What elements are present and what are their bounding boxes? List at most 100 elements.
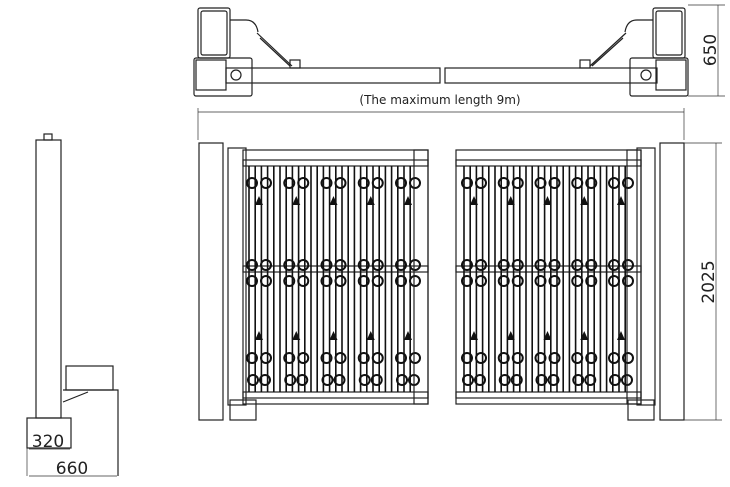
scroll-ornament <box>395 259 407 271</box>
scroll-ornament <box>259 374 271 386</box>
scroll-ornament <box>409 177 421 189</box>
scroll-ornament <box>571 275 584 287</box>
scroll-ornament <box>357 259 370 271</box>
base-dimension: 320 <box>32 432 64 452</box>
right-operator-motor <box>579 7 689 97</box>
scroll-ornament <box>283 259 296 271</box>
scroll-ornament <box>474 374 486 386</box>
scroll-ornament <box>535 374 548 386</box>
scroll-ornament <box>409 275 421 287</box>
scroll-ornament <box>321 374 334 386</box>
scroll-ornament <box>622 259 634 271</box>
scroll-ornament <box>511 259 524 271</box>
scroll-ornament <box>622 352 634 364</box>
bottom-rail <box>455 391 642 399</box>
scroll-ornament <box>283 352 296 364</box>
scroll-ornament <box>571 352 584 364</box>
scroll-ornament <box>571 259 584 271</box>
scroll-ornament <box>371 259 384 271</box>
scroll-ornament <box>547 374 560 386</box>
scroll-ornament <box>511 275 524 287</box>
scroll-ornament <box>497 275 510 287</box>
scroll-ornament <box>534 259 547 271</box>
scroll-ornament <box>246 177 258 189</box>
scroll-ornament <box>511 352 524 364</box>
scroll-ornament <box>548 177 561 189</box>
scroll-ornament <box>511 177 524 189</box>
scroll-ornament <box>297 275 310 287</box>
scroll-ornament <box>510 374 523 386</box>
bottom-rail <box>242 391 429 399</box>
scroll-ornament <box>334 259 347 271</box>
scroll-ornament <box>534 352 547 364</box>
scroll-ornament <box>497 352 510 364</box>
scroll-ornament <box>371 352 384 364</box>
scroll-ornament <box>334 177 347 189</box>
scroll-ornament <box>498 374 511 386</box>
scroll-ornament <box>497 259 510 271</box>
scroll-ornament <box>246 352 258 364</box>
depth-dimension: 650 <box>701 34 721 66</box>
scroll-ornament <box>475 352 487 364</box>
right-base-plate <box>627 399 655 421</box>
scroll-ornament <box>608 177 620 189</box>
scroll-ornament <box>461 259 473 271</box>
scroll-ornament <box>548 275 561 287</box>
scroll-ornament <box>283 275 296 287</box>
scroll-ornament <box>247 374 259 386</box>
scroll-ornament <box>246 275 258 287</box>
scroll-ornament <box>370 374 383 386</box>
scroll-ornament <box>585 177 598 189</box>
scroll-ornament <box>395 275 407 287</box>
scroll-ornament <box>534 275 547 287</box>
front-view: 2025 <box>198 142 722 421</box>
scroll-ornament <box>409 352 421 364</box>
scroll-ornament <box>320 352 333 364</box>
scroll-ornament <box>320 259 333 271</box>
hinge-stile <box>413 149 429 405</box>
right-arm <box>444 67 658 84</box>
scroll-ornament <box>461 352 473 364</box>
scroll-ornament <box>333 374 346 386</box>
scroll-ornament <box>357 177 370 189</box>
side-view: 320 660 <box>26 133 119 479</box>
side-motor <box>65 365 114 391</box>
scroll-ornament <box>622 275 634 287</box>
scroll-ornament <box>320 177 333 189</box>
scroll-ornament <box>334 352 347 364</box>
scroll-ornament <box>475 177 487 189</box>
scroll-ornament <box>534 177 547 189</box>
scroll-ornament <box>462 374 474 386</box>
scroll-ornament <box>497 177 510 189</box>
scroll-ornament <box>320 275 333 287</box>
scroll-ornament <box>622 177 634 189</box>
scroll-ornament <box>297 177 310 189</box>
top-view: 650 (The maximum length 9m) <box>193 4 725 140</box>
scroll-ornament <box>296 374 309 386</box>
scroll-ornament <box>585 259 598 271</box>
left-operator-motor <box>193 7 301 97</box>
top-rail <box>242 159 429 167</box>
scroll-ornament <box>297 259 310 271</box>
total-dimension: 660 <box>56 459 88 479</box>
scroll-ornament <box>260 259 272 271</box>
scroll-ornament <box>608 275 620 287</box>
right-post <box>659 142 685 421</box>
scroll-ornament <box>395 177 407 189</box>
scroll-ornament <box>461 275 473 287</box>
scroll-ornament <box>334 275 347 287</box>
scroll-ornament <box>357 275 370 287</box>
left-base-plate <box>229 399 257 421</box>
scroll-ornament <box>461 177 473 189</box>
scroll-ornament <box>608 352 620 364</box>
scroll-ornament <box>548 259 561 271</box>
scroll-ornament <box>585 275 598 287</box>
scroll-ornament <box>475 275 487 287</box>
scroll-ornament <box>297 352 310 364</box>
scroll-ornament <box>475 259 487 271</box>
side-post <box>35 139 62 419</box>
scroll-ornament <box>395 352 407 364</box>
left-arm <box>225 67 441 84</box>
scroll-ornament <box>357 352 370 364</box>
scroll-ornament <box>260 352 272 364</box>
